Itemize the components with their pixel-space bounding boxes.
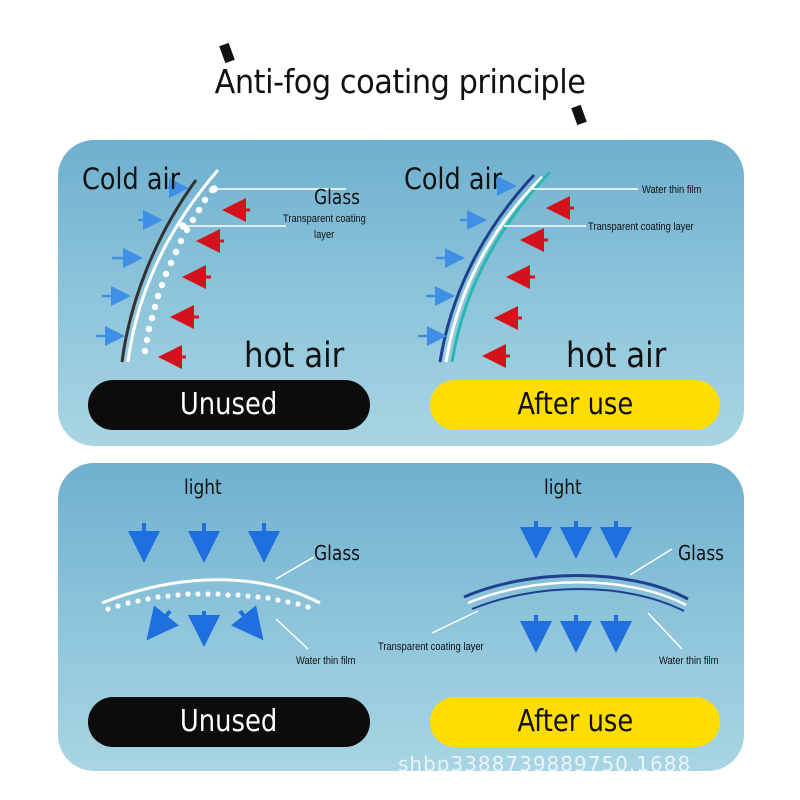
water-film-label-bottom-right: Water thin film xyxy=(659,655,719,667)
glass-label-left: Glass xyxy=(314,185,361,209)
leader-lines-right xyxy=(504,188,638,227)
cold-air-label-left: Cold air xyxy=(82,162,181,196)
coating-label-left-line2: layer xyxy=(314,229,335,241)
light-diagram xyxy=(101,521,689,653)
coating-label-left-line1: Transparent coating xyxy=(283,213,366,225)
glass-arc-right xyxy=(463,574,689,601)
light-arrows-out-right xyxy=(520,615,632,653)
coating-label-bottom-right: Transparent coating layer xyxy=(378,641,484,653)
water-film-label-bottom-left: Water thin film xyxy=(296,655,356,667)
water-film-label-right: Water thin film xyxy=(642,184,702,196)
light-arrows-in-right xyxy=(520,521,632,559)
after-use-badge-bottom: After use xyxy=(430,697,720,747)
leader-lines-bottom-right xyxy=(431,548,683,650)
unused-badge-top-text: Unused xyxy=(180,387,278,422)
light-transmission-panel: light Glass Water thin film light Glass … xyxy=(58,463,744,771)
unused-badge-bottom: Unused xyxy=(88,697,370,747)
glass-label-bottom-right: Glass xyxy=(678,541,725,565)
glass-arc-left xyxy=(101,578,321,605)
glass-dark-edge-left xyxy=(120,179,198,363)
unused-badge-bottom-text: Unused xyxy=(180,704,278,739)
corner-mark-left xyxy=(219,42,235,64)
condensation-panel: Cold air Glass Transparent coating layer… xyxy=(58,140,744,446)
fog-droplets-left xyxy=(141,186,216,355)
water-film-arc-right xyxy=(471,588,685,612)
page-title: Anti-fog coating principle xyxy=(214,62,586,101)
after-use-badge-bottom-text: After use xyxy=(517,704,633,739)
light-arrows-scattered-left xyxy=(146,605,264,647)
water-film-curve-right xyxy=(450,170,552,363)
watermark: shbp3388739889750.1688 xyxy=(398,752,692,776)
hot-air-label-left: hot air xyxy=(244,336,345,376)
fog-droplets-bottom-left xyxy=(105,591,311,612)
corner-mark-right xyxy=(571,104,587,126)
light-arrows-in-left xyxy=(128,523,280,563)
cold-air-arrows-right xyxy=(418,176,517,346)
hot-air-arrows-left xyxy=(158,198,250,369)
glass-curve-left xyxy=(126,169,220,363)
condensation-diagram xyxy=(96,169,638,369)
coating-label-right: Transparent coating layer xyxy=(588,221,694,233)
cold-air-label-right: Cold air xyxy=(404,162,503,196)
light-label-right: light xyxy=(544,475,582,499)
leader-lines-left xyxy=(179,185,346,230)
unused-badge-top: Unused xyxy=(88,380,370,430)
cold-air-arrows-left xyxy=(96,178,189,346)
after-use-badge-top: After use xyxy=(430,380,720,430)
light-label-left: light xyxy=(184,475,222,499)
glass-label-bottom-left: Glass xyxy=(314,541,361,565)
hot-air-arrows-right xyxy=(482,196,574,368)
leader-lines-bottom-left xyxy=(275,556,315,650)
coating-arc-right xyxy=(467,581,687,607)
hot-air-label-right: hot air xyxy=(566,336,667,376)
coating-curve-right xyxy=(444,175,544,363)
after-use-badge-top-text: After use xyxy=(517,387,633,422)
